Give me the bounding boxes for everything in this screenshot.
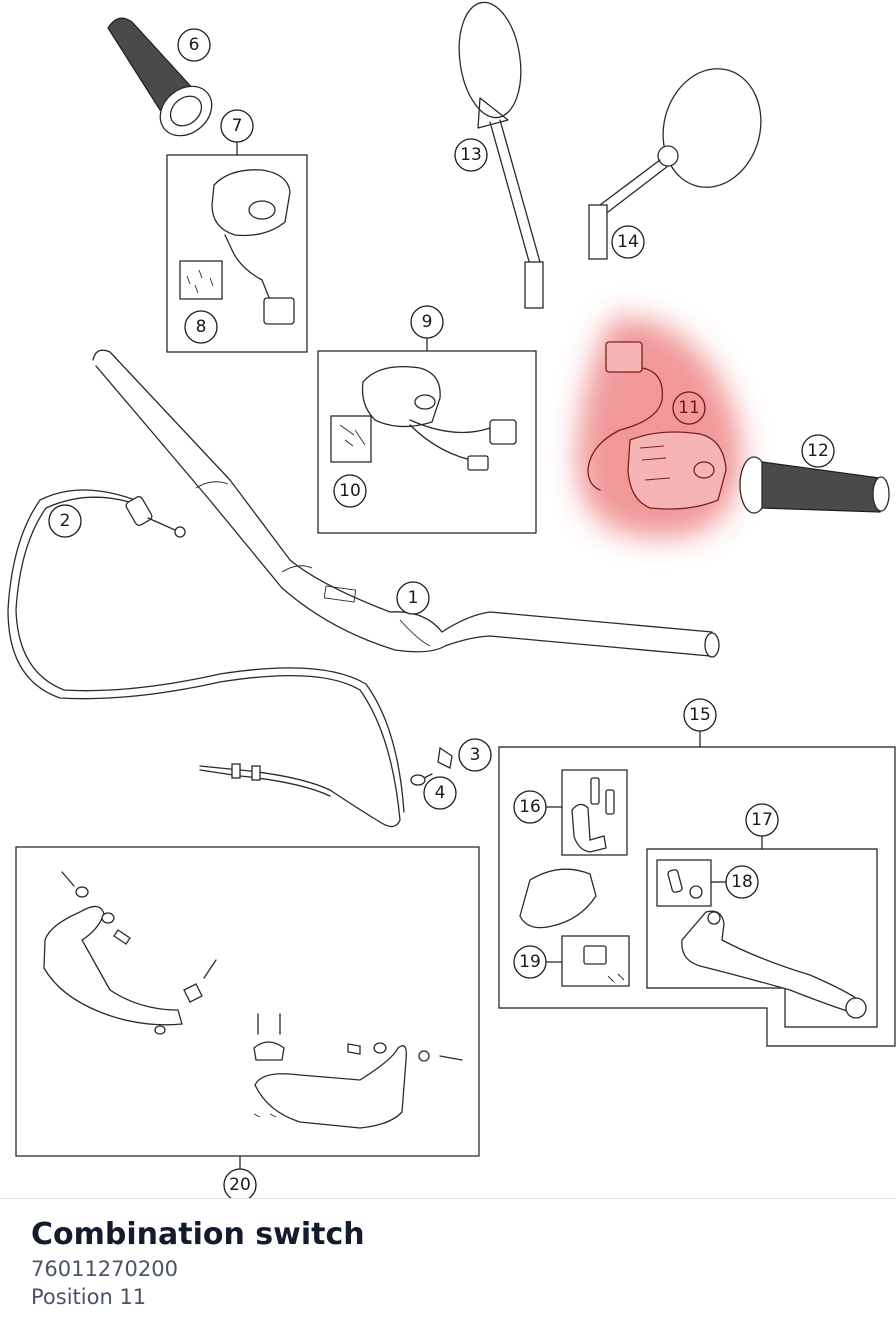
callout-10[interactable]: 10	[333, 474, 367, 508]
part-13-left-mirror[interactable]	[452, 0, 544, 309]
svg-text:20: 20	[229, 1175, 251, 1195]
part-position: Position 11	[31, 1285, 147, 1309]
part-6-left-grip[interactable]	[107, 17, 222, 146]
callout-9[interactable]: 9	[410, 305, 444, 339]
part-2-cable[interactable]	[7, 489, 405, 828]
svg-text:10: 10	[339, 481, 361, 501]
exploded-parts-diagram: 1 2 3 4 6 7 8 9 10 11 12 13 14 15 16 17 …	[7, 0, 896, 1200]
part-3-screw[interactable]	[437, 746, 453, 769]
svg-text:7: 7	[232, 116, 243, 136]
callout-17[interactable]: 17	[745, 803, 779, 837]
svg-text:9: 9	[422, 312, 433, 332]
part-15-brake-assembly-box[interactable]	[498, 731, 896, 1047]
svg-text:12: 12	[807, 441, 829, 461]
part-11-combination-switch[interactable]	[576, 317, 742, 538]
part-14-right-mirror[interactable]	[588, 58, 774, 260]
svg-text:6: 6	[189, 35, 200, 55]
svg-text:11: 11	[678, 398, 700, 418]
callout-8[interactable]: 8	[184, 310, 218, 344]
callout-4[interactable]: 4	[423, 776, 457, 810]
part-title: Combination switch	[31, 1217, 365, 1252]
callout-16[interactable]: 16	[513, 790, 547, 824]
callout-12[interactable]: 12	[801, 434, 835, 468]
callout-2[interactable]: 2	[48, 504, 82, 538]
part-number: 76011270200	[31, 1257, 178, 1281]
svg-text:4: 4	[435, 783, 446, 803]
part-9-left-switch-box[interactable]	[317, 335, 537, 534]
svg-text:18: 18	[731, 872, 753, 892]
svg-text:19: 19	[519, 952, 541, 972]
svg-text:1: 1	[408, 588, 419, 608]
part-20-handguard-kit-box[interactable]	[15, 846, 480, 1170]
callout-7[interactable]: 7	[220, 109, 254, 143]
svg-text:8: 8	[196, 317, 207, 337]
svg-text:14: 14	[617, 232, 639, 252]
callout-6[interactable]: 6	[177, 28, 211, 62]
callout-20[interactable]: 20	[223, 1168, 257, 1200]
callout-11[interactable]: 11	[672, 391, 706, 425]
part-1-handlebar[interactable]	[92, 349, 720, 658]
svg-text:13: 13	[460, 145, 482, 165]
callout-13[interactable]: 13	[454, 138, 488, 172]
svg-text:17: 17	[751, 810, 773, 830]
part-7-switch-assembly-box[interactable]	[166, 138, 308, 353]
callout-14[interactable]: 14	[611, 225, 645, 259]
callout-1[interactable]: 1	[396, 581, 430, 615]
svg-text:2: 2	[60, 511, 71, 531]
callout-18[interactable]: 18	[725, 865, 759, 899]
callout-15[interactable]: 15	[683, 698, 717, 732]
callout-19[interactable]: 19	[513, 945, 547, 979]
svg-text:15: 15	[689, 705, 711, 725]
part-4-nut[interactable]	[410, 773, 433, 786]
svg-text:16: 16	[519, 797, 541, 817]
svg-text:3: 3	[470, 745, 481, 765]
callout-3[interactable]: 3	[458, 738, 492, 772]
part-17-brake-lever-box[interactable]	[646, 834, 878, 1028]
part-12-right-grip[interactable]	[739, 456, 890, 514]
part-info-panel: Combination switch 76011270200 Position …	[0, 1198, 896, 1336]
